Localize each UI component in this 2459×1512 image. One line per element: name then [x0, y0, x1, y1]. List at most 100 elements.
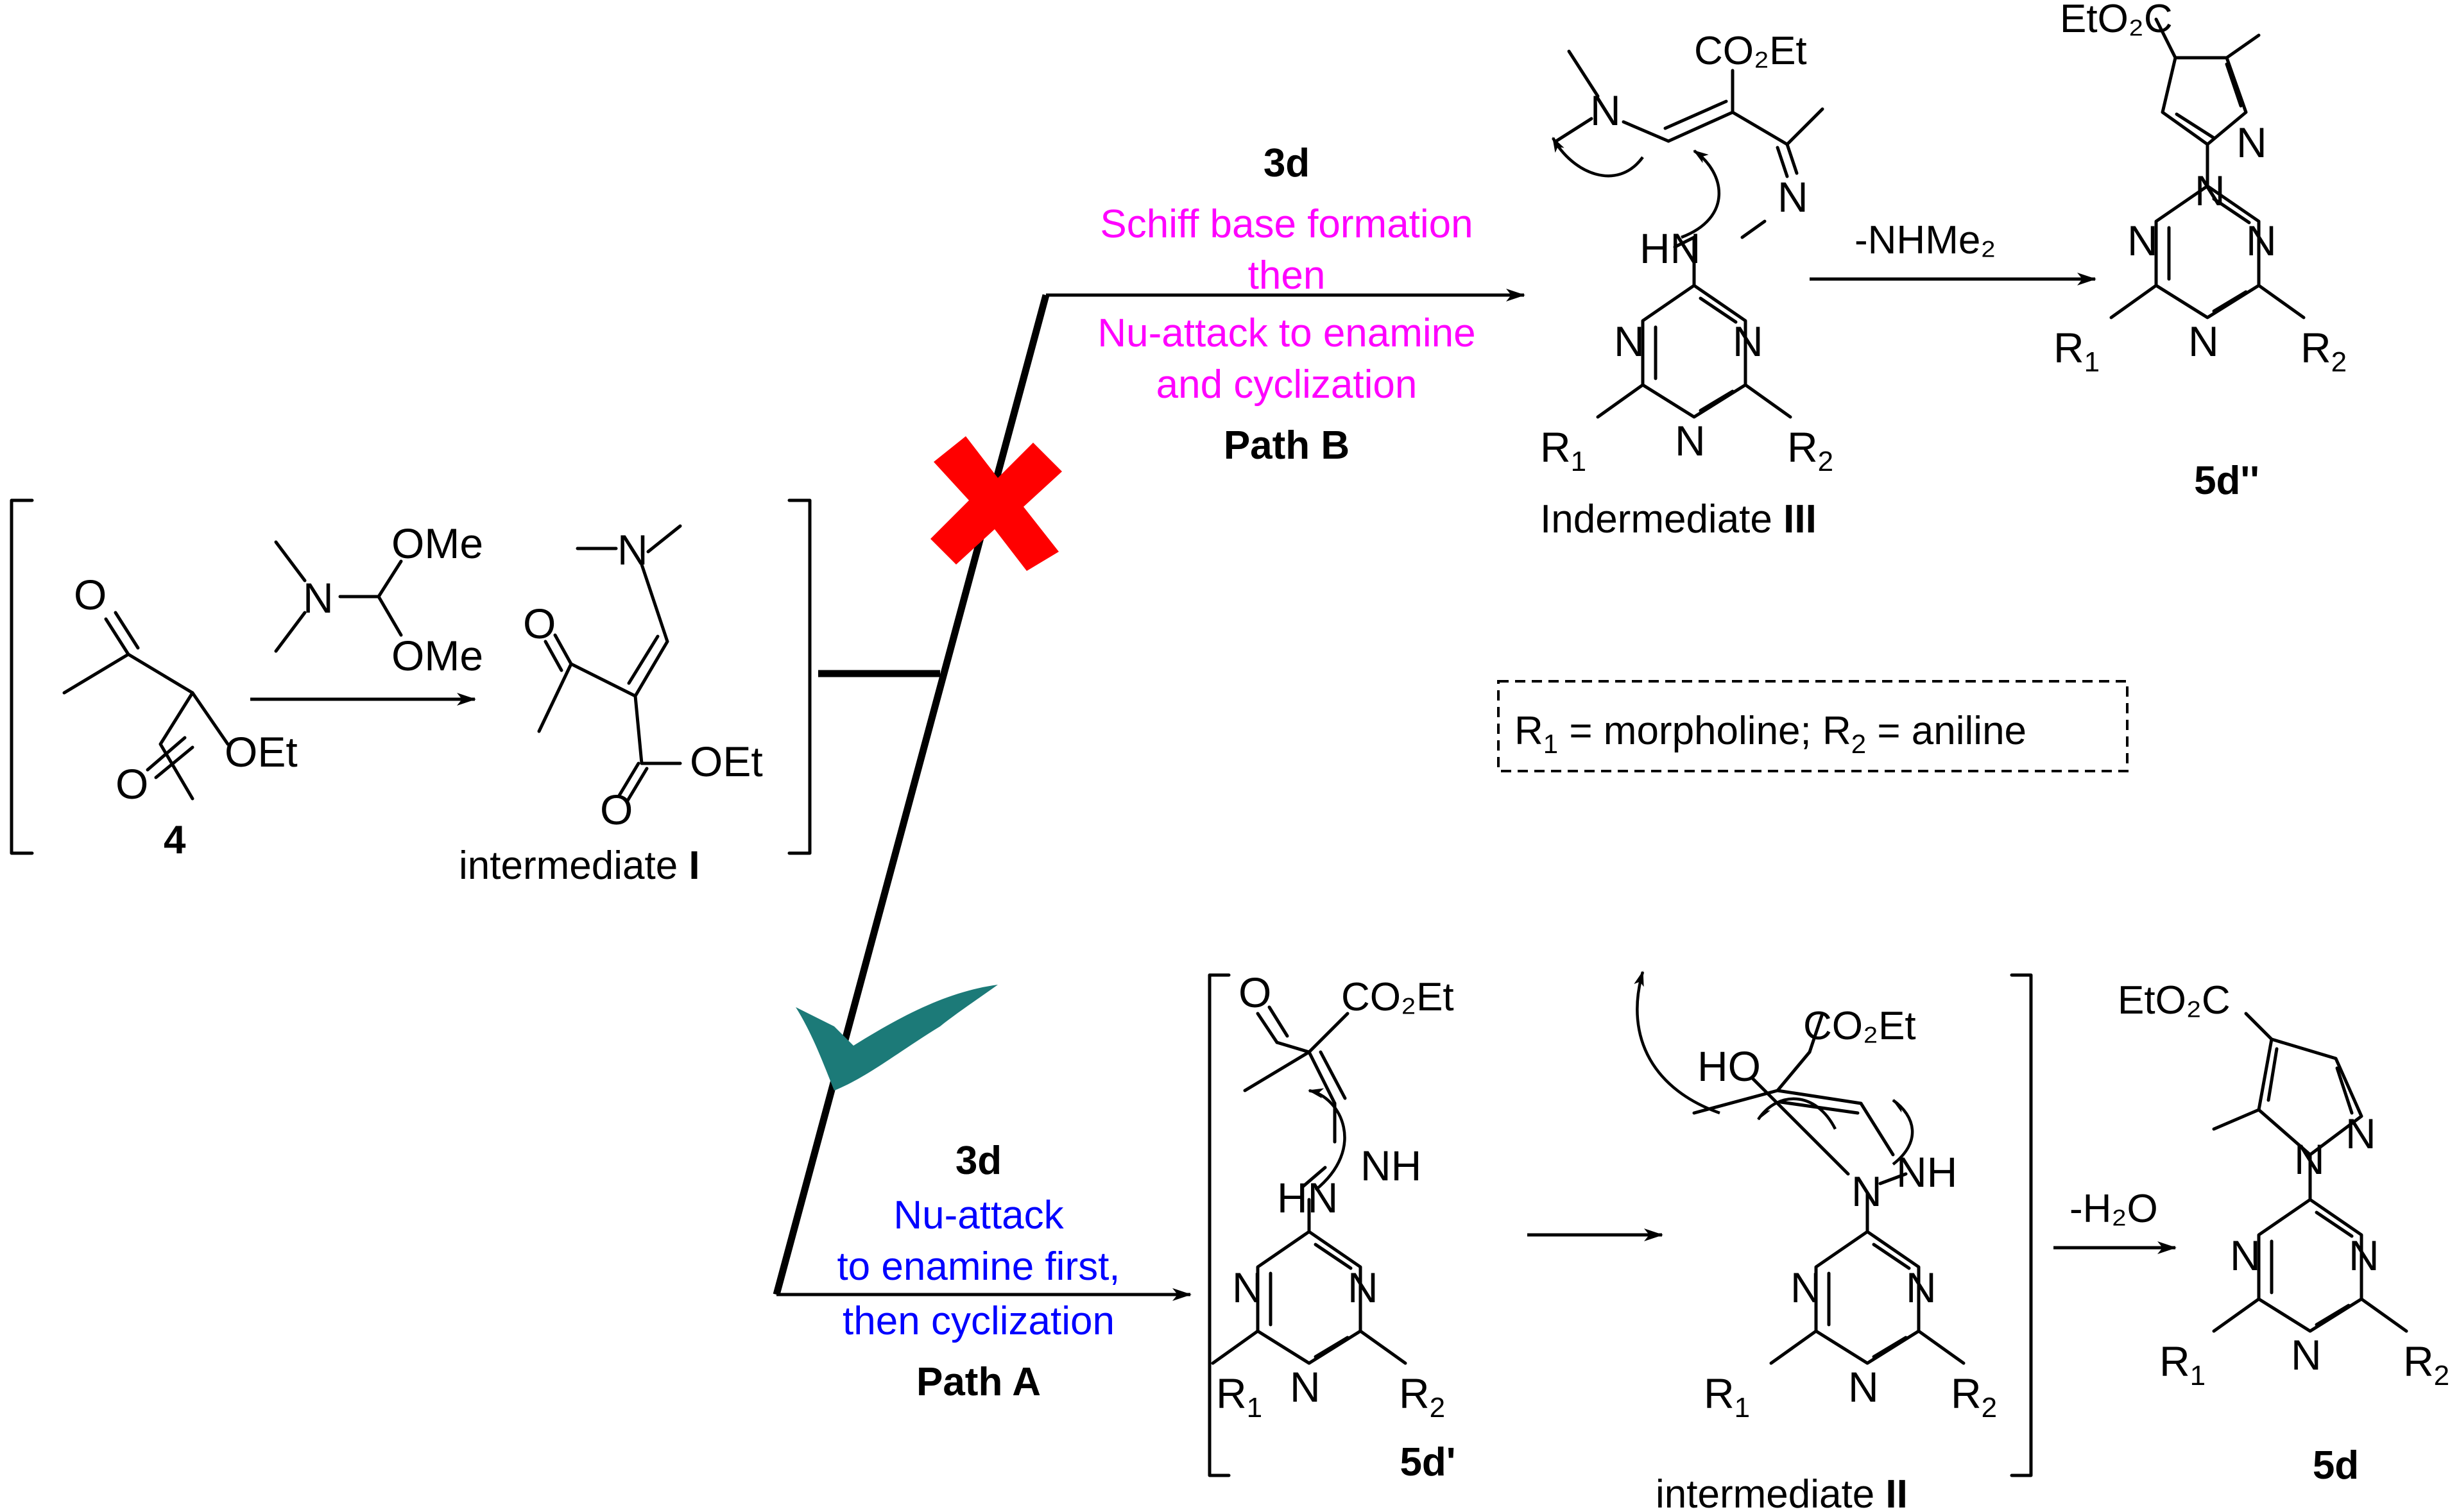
- int3-r1: R1: [1540, 423, 1586, 477]
- int2-hydroxyl: HO: [1697, 1042, 1761, 1090]
- teal-check-mark: [796, 985, 998, 1091]
- legend-r1: R: [1514, 709, 1543, 753]
- branch-lines: [773, 294, 1050, 1296]
- 5d-triazine-n1: N: [2230, 1232, 2261, 1279]
- int1-label-text: intermediate: [459, 844, 689, 888]
- int3-triazine-n1: N: [1614, 318, 1645, 365]
- dmf-dma-reagent: N OMe OMe: [274, 520, 483, 679]
- path-a-step-3: then cyclization: [843, 1299, 1115, 1343]
- legend-r1-sub: 1: [1543, 729, 1558, 759]
- path-a-reagent: 3d: [955, 1139, 1002, 1183]
- product-5d-double-prime: EtO₂C N N N N N R1 R2 5d'': [2053, 0, 2347, 503]
- int2-triazine-n1: N: [1790, 1264, 1821, 1311]
- int3-r2-sub: 2: [1818, 446, 1833, 477]
- 5d-r2-sub: 2: [2434, 1360, 2449, 1391]
- 5d-ester: EtO₂C: [2118, 978, 2231, 1023]
- 5dp-label: 5d': [1400, 1440, 1455, 1484]
- legend-r2: R: [1822, 709, 1851, 753]
- path-b-conditions: 3d Schiff base formation then Nu-attack …: [1097, 141, 1475, 468]
- 5dp-triazine-n1: N: [1232, 1264, 1263, 1311]
- 5d-r1-sub: 1: [2190, 1360, 2206, 1391]
- legend-text: R1 = morpholine; R2 = aniline: [1514, 709, 2026, 759]
- reagent-nitrogen: N: [303, 574, 334, 622]
- int2-triazine-n3: N: [1848, 1363, 1879, 1411]
- 5d-r1-letter: R: [2159, 1338, 2190, 1385]
- ester-carbonyl-oxygen: O: [116, 760, 148, 808]
- intermediate-1-label: intermediate I: [459, 844, 700, 888]
- loss-nhme2: -NHMe₂: [1855, 218, 1996, 262]
- 5dp-r1-sub: 1: [1247, 1392, 1262, 1423]
- int3-r1-letter: R: [1540, 423, 1571, 471]
- 5dpp-triazine-n2: N: [2246, 217, 2277, 264]
- 5d-pyrazole-n2: N: [2345, 1110, 2376, 1157]
- int1-nitrogen: N: [617, 526, 648, 573]
- reaction-bracket-left: [10, 498, 812, 855]
- int3-label-text: Indermediate: [1540, 497, 1783, 541]
- 5dpp-r1-letter: R: [2053, 324, 2084, 371]
- bracket-path-a: [1208, 973, 2033, 1477]
- int3-imine-nitrogen: N: [1778, 173, 1808, 221]
- int2-nh: NH: [1896, 1148, 1957, 1196]
- 5dpp-r2-sub: 2: [2331, 346, 2347, 378]
- int2-r2: R2: [1951, 1370, 1997, 1423]
- int2-n: N: [1851, 1168, 1882, 1215]
- carbonyl-oxygen: O: [74, 571, 107, 618]
- 5dpp-triazine-n3: N: [2188, 318, 2219, 365]
- 5d-r2: R2: [2403, 1338, 2449, 1391]
- int3-ester: CO₂Et: [1694, 29, 1807, 73]
- compound-4: O O OEt 4: [62, 571, 298, 862]
- 5dp-nh: NH: [1360, 1142, 1421, 1189]
- path-b-reagent: 3d: [1264, 141, 1310, 185]
- legend-r2-text: = aniline: [1866, 709, 2026, 753]
- path-a-step-1: Nu-attack: [893, 1193, 1064, 1237]
- product-5d: EtO₂C N N N N N R1 R2 5d: [2118, 978, 2449, 1488]
- 5d-triazine-n2: N: [2349, 1232, 2379, 1279]
- 5dpp-r2-letter: R: [2300, 324, 2331, 371]
- int2-label-numeral: II: [1885, 1472, 1907, 1512]
- path-a-step-2: to enamine first,: [837, 1244, 1120, 1289]
- substituent-legend: R1 = morpholine; R2 = aniline: [1497, 680, 2129, 772]
- 5dpp-r1-sub: 1: [2084, 346, 2100, 378]
- path-a-label: Path A: [916, 1360, 1041, 1404]
- path-a-conditions: 3d Nu-attack to enamine first, then cycl…: [837, 1139, 1120, 1404]
- int1-ester-oxygen: O: [600, 786, 633, 833]
- 5d-pyrazole-n1: N: [2294, 1135, 2325, 1183]
- int3-r2-letter: R: [1787, 423, 1818, 471]
- intermediate-3-label: Indermediate III: [1540, 497, 1817, 541]
- 5d-triazine-n3: N: [2291, 1331, 2322, 1379]
- int2-r1-sub: 1: [1735, 1392, 1750, 1423]
- intermediate-2: CO₂Et HO NH N N N N R1 R2 intermediate I…: [1634, 971, 1997, 1512]
- path-b-step-3: Nu-attack to enamine: [1097, 311, 1475, 355]
- path-b-step-4: and cyclization: [1156, 362, 1418, 407]
- loss-h2o: -H₂O: [2069, 1187, 2158, 1231]
- int2-r1: R1: [1704, 1370, 1750, 1423]
- int2-r1-letter: R: [1704, 1370, 1735, 1417]
- reagent-ome-top: OMe: [391, 520, 483, 567]
- 5d-label: 5d: [2313, 1443, 2359, 1488]
- legend-r2-sub: 2: [1851, 729, 1866, 759]
- int2-label-text: intermediate: [1656, 1472, 1885, 1512]
- int3-label-numeral: III: [1783, 497, 1817, 541]
- 5dp-r1: R1: [1216, 1370, 1262, 1423]
- path-b-step-1: Schiff base formation: [1100, 202, 1473, 246]
- int1-label-numeral: I: [689, 844, 699, 888]
- int3-amine-nitrogen: N: [1590, 87, 1621, 134]
- int3-r1-sub: 1: [1571, 446, 1586, 477]
- 5dp-ester: CO₂Et: [1341, 975, 1454, 1019]
- 5dp-hn: HN: [1277, 1174, 1338, 1221]
- red-cross-mark: [930, 436, 1062, 571]
- 5dpp-r1: R1: [2053, 324, 2100, 378]
- compound-4-label: 4: [164, 818, 186, 862]
- int2-triazine-n2: N: [1906, 1264, 1937, 1311]
- int1-ethoxy: OEt: [690, 738, 763, 785]
- path-b-label: Path B: [1224, 423, 1349, 468]
- path-b-step-2: then: [1248, 253, 1326, 298]
- int1-ketone-oxygen: O: [523, 600, 556, 647]
- 5dp-r1-letter: R: [1216, 1370, 1247, 1417]
- legend-r1-text: = morpholine;: [1558, 709, 1822, 753]
- intermediate-1: N O O OEt intermediate I: [459, 524, 763, 888]
- intermediate-3: N CO₂Et N HN N N N R1 R2 Indermediate II…: [1540, 29, 1833, 541]
- 5d-r1: R1: [2159, 1338, 2206, 1391]
- 5dp-r2-sub: 2: [1430, 1392, 1445, 1423]
